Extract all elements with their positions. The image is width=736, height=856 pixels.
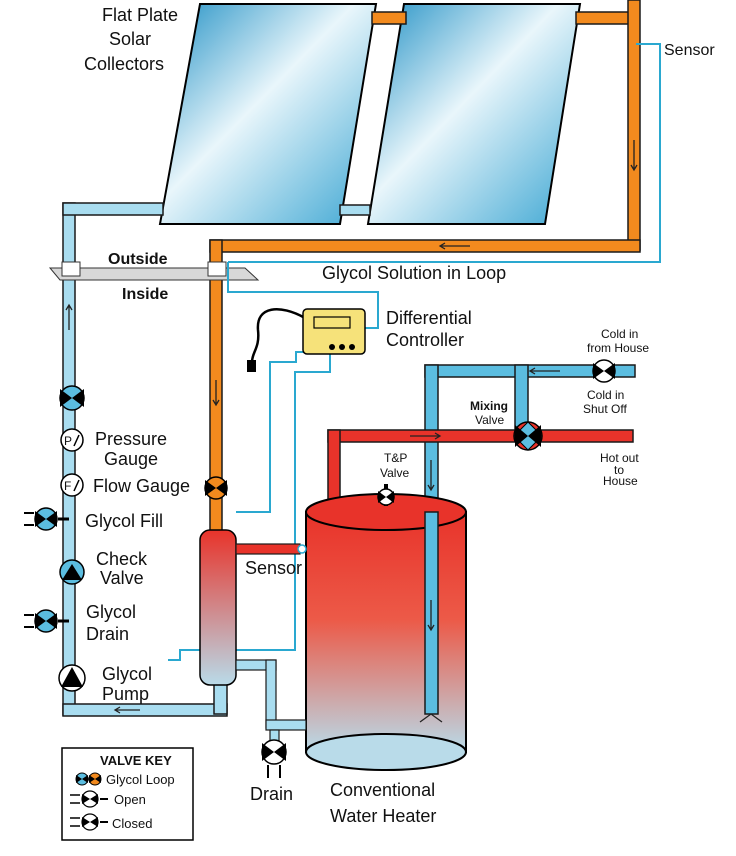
- domestic-flow-arrows: [410, 367, 560, 632]
- valve-glycol-fill: [24, 507, 69, 531]
- closed-valve-icon: [70, 813, 108, 831]
- water-heater-label-2: Water Heater: [330, 806, 436, 826]
- tp-valve: [377, 484, 395, 506]
- glycol-pump-label-2: Pump: [102, 684, 149, 704]
- pressure-gauge-letter: P: [64, 434, 72, 448]
- valve-key-closed: Closed: [112, 816, 152, 831]
- valve-loop-top: [59, 385, 85, 411]
- cold-in-label-1: Cold in: [601, 327, 638, 341]
- glycol-fill-label: Glycol Fill: [85, 511, 163, 531]
- collector-panel-right: [366, 3, 582, 225]
- collectors-label-3: Collectors: [84, 54, 164, 74]
- glycol-loop-valve-icon: [75, 772, 102, 786]
- solar-collectors: [158, 3, 582, 225]
- glycol-return-pipe: [62, 202, 371, 717]
- hot-water-pipe: [327, 429, 634, 511]
- sensor-wires: [168, 43, 661, 661]
- valve-glycol-drain: [24, 609, 69, 633]
- hot-out-label-2: to: [614, 463, 624, 477]
- mixing-label: Mixing: [470, 399, 508, 413]
- pressure-gauge-label-1: Pressure: [95, 429, 167, 449]
- glycol-supply-pipe: [209, 0, 641, 541]
- cold-shutoff-label-1: Cold in: [587, 388, 624, 402]
- drain-label: Drain: [250, 784, 293, 804]
- hot-out-label-1: Hot out: [600, 451, 639, 465]
- heat-exchanger: [199, 529, 307, 761]
- flow-gauge-letter: F: [64, 479, 71, 493]
- cold-shutoff-label-2: Shut Off: [583, 402, 627, 416]
- valve-key: VALVE KEY Glycol Loop Open Closed: [61, 747, 194, 841]
- pressure-gauge: P: [60, 428, 84, 452]
- valve-drain: [261, 739, 287, 778]
- open-valve-icon: [70, 790, 108, 808]
- valve-key-open: Open: [114, 792, 146, 807]
- pressure-gauge-label-2: Gauge: [104, 449, 158, 469]
- collector-panel-left: [158, 3, 378, 225]
- valve-cold-shutoff: [592, 359, 616, 383]
- check-valve: [59, 559, 85, 585]
- water-heater-tank: [305, 493, 467, 771]
- differential-controller: [247, 308, 366, 372]
- valve-supply: [204, 476, 228, 500]
- flow-gauge-label: Flow Gauge: [93, 476, 190, 496]
- controller-label-1: Differential: [386, 308, 472, 328]
- labels: Flat Plate Solar Collectors Sensor Outsi…: [84, 5, 715, 826]
- sensor-tank-label: Sensor: [245, 558, 302, 578]
- check-valve-label-2: Valve: [100, 568, 144, 588]
- wall-pass-through: [48, 261, 260, 281]
- glycol-pump: [58, 664, 86, 692]
- controller-label-2: Controller: [386, 330, 464, 350]
- mixing-valve: [513, 421, 543, 451]
- outside-label: Outside: [108, 251, 168, 268]
- mixing-valve-label: Valve: [475, 413, 504, 427]
- glycol-pump-label-1: Glycol: [102, 664, 152, 684]
- flow-gauge: F: [60, 473, 84, 497]
- sensor-top-label: Sensor: [664, 42, 715, 59]
- valve-key-glycol-loop: Glycol Loop: [106, 772, 175, 787]
- tp-label-1: T&P: [384, 451, 407, 465]
- glycol-solution-label: Glycol Solution in Loop: [322, 263, 506, 283]
- tp-label-2: Valve: [380, 466, 409, 480]
- check-valve-label-1: Check: [96, 549, 148, 569]
- glycol-drain-label-2: Drain: [86, 624, 129, 644]
- collectors-label-1: Flat Plate: [102, 5, 178, 25]
- cold-in-label-2: from House: [587, 341, 649, 355]
- collectors-label-2: Solar: [109, 29, 151, 49]
- flow-arrows: [65, 140, 638, 714]
- valve-key-title: VALVE KEY: [100, 753, 172, 768]
- water-heater-label-1: Conventional: [330, 780, 435, 800]
- hot-out-label-3: House: [603, 474, 638, 488]
- inside-label: Inside: [122, 286, 168, 303]
- glycol-drain-label-1: Glycol: [86, 602, 136, 622]
